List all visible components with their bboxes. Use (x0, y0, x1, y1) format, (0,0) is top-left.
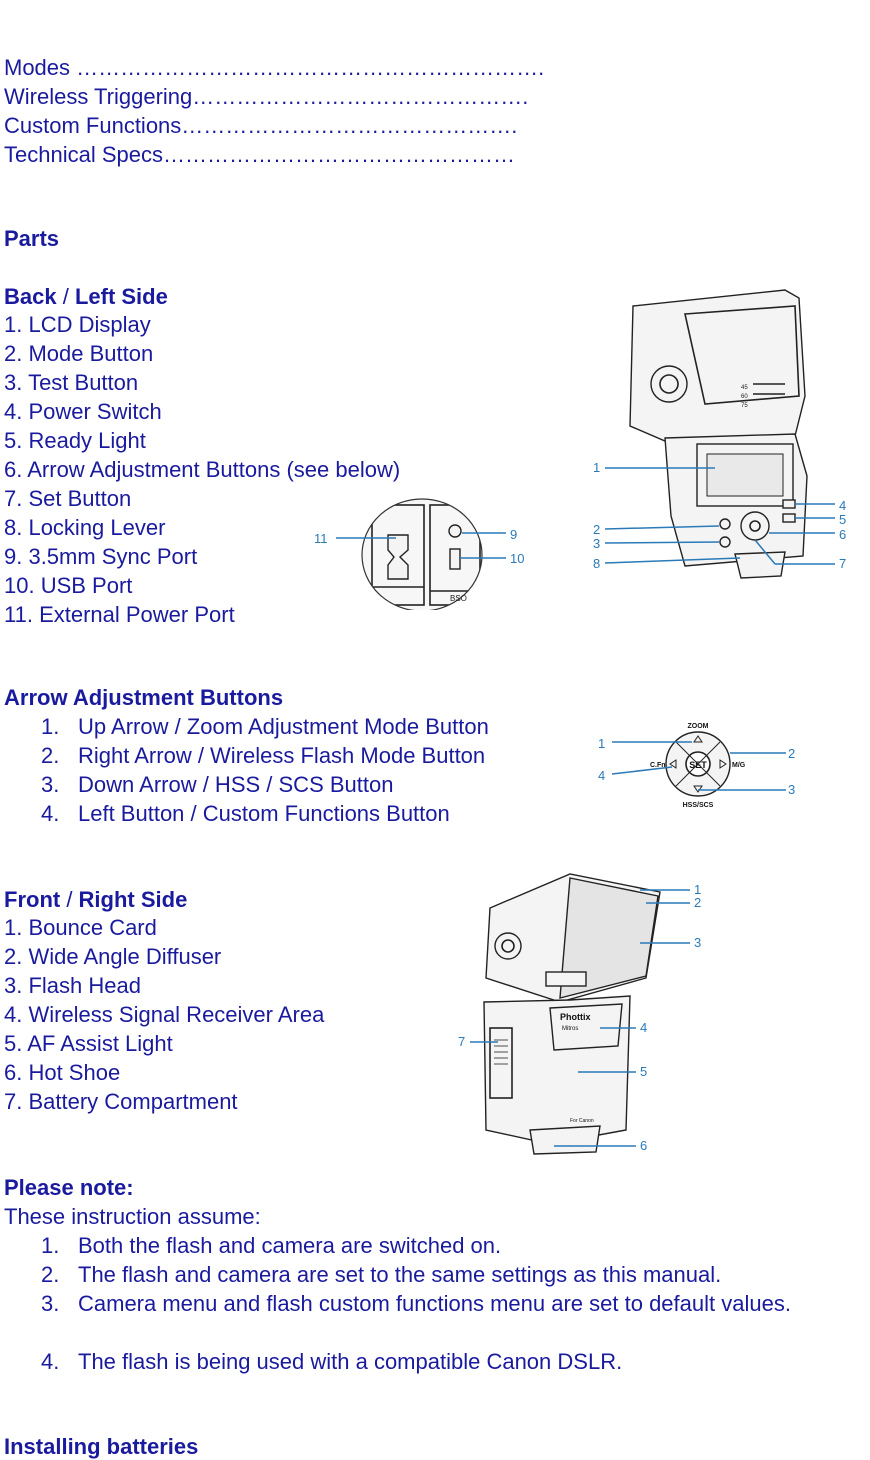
list-item: 2. Wide Angle Diffuser (4, 944, 222, 969)
list-item: 7. Battery Compartment (4, 1089, 238, 1114)
callout-label: 3 (788, 782, 795, 797)
dial-top-label: ZOOM (688, 723, 709, 730)
list-item: 10. USB Port (4, 573, 133, 598)
front-parts-list: 1. Bounce Card 2. Wide Angle Diffuser 3.… (4, 913, 324, 1116)
right-side-heading-text: Right Side (78, 887, 188, 912)
toc-item[interactable]: Custom Functions………………………………………. (4, 113, 518, 138)
toc-item[interactable]: Wireless Triggering………………………………………. (4, 84, 529, 109)
svg-text:75: 75 (741, 403, 748, 409)
list-item: 6. Hot Shoe (4, 1060, 121, 1085)
back-left-heading: Back / Left Side (4, 284, 168, 310)
callout-label: 2 (694, 895, 701, 910)
callout-label: 1 (598, 736, 605, 751)
flash-front-figure: Phottix Mitros For Canon 1 2 3 4 5 6 7 (458, 873, 701, 1155)
callout-label: 9 (510, 527, 517, 542)
callout-label: 6 (640, 1138, 647, 1153)
table-of-contents: Modes ………………………………………………………. Wireless Tr… (4, 53, 544, 169)
brand-logo: Phottix (560, 1012, 591, 1022)
svg-text:45: 45 (741, 385, 748, 391)
toc-item[interactable]: Technical Specs………………………………………… (4, 142, 515, 167)
callout-label: 1 (694, 882, 701, 897)
model-label: Mitros (562, 1026, 578, 1032)
list-item: 11. External Power Port (4, 602, 235, 627)
please-note-heading: Please note: (4, 1175, 134, 1200)
heading-separator: / (56, 284, 75, 309)
svg-text:60: 60 (741, 394, 748, 400)
installing-batteries-heading: Installing batteries (4, 1434, 199, 1459)
list-item: 5. Ready Light (4, 428, 146, 453)
toc-item[interactable]: Modes ………………………………………………………. (4, 55, 545, 80)
callout-label: 3 (694, 935, 701, 950)
back-parts-list: 1. LCD Display 2. Mode Button 3. Test Bu… (4, 310, 400, 629)
arrow-dial-figure: SET ZOOM HSS/SCS C.Fn M/G 1 4 2 3 (598, 723, 795, 809)
dial-bottom-label: HSS/SCS (683, 802, 714, 809)
port-label: BSO (450, 594, 467, 603)
list-item: 4. Wireless Signal Receiver Area (4, 1002, 325, 1027)
parts-heading: Parts (4, 226, 60, 251)
callout-label: 7 (839, 556, 846, 571)
callout-label: 10 (510, 551, 524, 566)
flash-back-figure: 45 60 75 1 2 3 8 4 5 6 7 (593, 289, 846, 579)
callout-label: 5 (640, 1064, 647, 1079)
callout-label: 11 (314, 531, 328, 546)
callout-label: 4 (640, 1020, 647, 1035)
callout-label: 2 (593, 522, 600, 537)
list-item: 3. Test Button (4, 370, 139, 395)
list-item: 5. AF Assist Light (4, 1031, 173, 1056)
list-item: 4. Power Switch (4, 399, 162, 424)
callout-label: 6 (839, 527, 846, 542)
callout-label: 5 (839, 512, 846, 527)
callout-label: 4 (839, 498, 846, 513)
callout-label: 1 (593, 460, 600, 475)
callout-label: 3 (593, 536, 600, 551)
front-heading-text: Front (4, 887, 61, 912)
left-side-heading-text: Left Side (74, 284, 168, 309)
callout-label: 4 (598, 768, 605, 783)
list-item: 6. Arrow Adjustment Buttons (see below) (4, 457, 401, 482)
set-button-label: SET (689, 760, 707, 770)
list-item: 3. Flash Head (4, 973, 141, 998)
callout-label: 2 (788, 746, 795, 761)
note-intro: These instruction assume: (4, 1204, 261, 1229)
list-item: 2. Mode Button (4, 341, 154, 366)
list-item: 9. 3.5mm Sync Port (4, 544, 198, 569)
callout-label: 8 (593, 556, 600, 571)
list-item: 1. LCD Display (4, 312, 151, 337)
mount-label: For Canon (570, 1118, 594, 1124)
list-item: 7. Set Button (4, 486, 132, 511)
arrow-buttons-heading: Arrow Adjustment Buttons (4, 685, 284, 710)
port-detail-figure: 11 9 10 BSO (314, 498, 524, 610)
callout-label: 7 (458, 1034, 465, 1049)
dial-right-label: M/G (732, 762, 746, 769)
heading-separator: / (60, 887, 79, 912)
back-heading-text: Back (4, 284, 57, 309)
list-item: 1. Bounce Card (4, 915, 157, 940)
list-item: 8. Locking Lever (4, 515, 166, 540)
dial-left-label: C.Fn (650, 762, 666, 769)
front-right-heading: Front / Right Side (4, 887, 187, 913)
